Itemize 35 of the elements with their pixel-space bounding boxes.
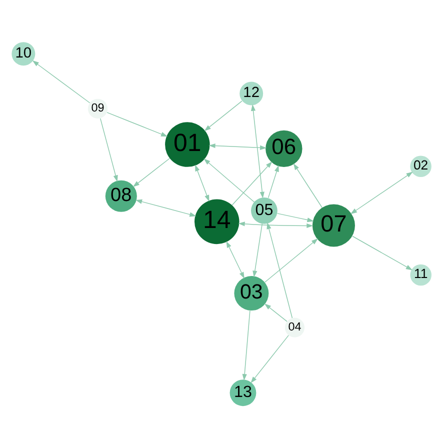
arrow — [293, 162, 322, 208]
arrow — [135, 198, 196, 216]
arrow — [268, 164, 279, 198]
arrow — [195, 164, 210, 202]
arrow — [242, 310, 250, 380]
arrow — [232, 160, 272, 205]
node-circle: 12 — [240, 81, 264, 105]
arrow — [132, 158, 170, 187]
arrow — [100, 118, 118, 182]
arrow — [264, 303, 288, 322]
node-circle: 04 — [284, 317, 305, 337]
arrow — [208, 142, 267, 150]
node-circle: 03 — [234, 276, 269, 310]
node-circle: 10 — [12, 42, 36, 66]
node-circle: 13 — [230, 379, 256, 406]
arrow — [276, 212, 314, 222]
arrow — [238, 221, 314, 228]
node-circle: 02 — [410, 155, 432, 176]
arrow — [252, 222, 263, 277]
node-circle: 11 — [410, 264, 432, 286]
node-circle: 08 — [105, 180, 137, 212]
arrow — [350, 171, 413, 214]
node-circle: 14 — [194, 198, 240, 244]
node-circle: 05 — [251, 196, 278, 224]
arrow — [204, 100, 242, 131]
arrow — [266, 222, 293, 318]
arrow — [204, 158, 255, 202]
arrow — [264, 238, 318, 282]
arrow — [226, 240, 244, 278]
arrow — [106, 112, 168, 136]
arrow — [250, 334, 289, 383]
arrow — [352, 235, 413, 270]
node-circle: 09 — [88, 98, 108, 118]
arrow — [32, 60, 90, 103]
arrow — [250, 104, 264, 198]
